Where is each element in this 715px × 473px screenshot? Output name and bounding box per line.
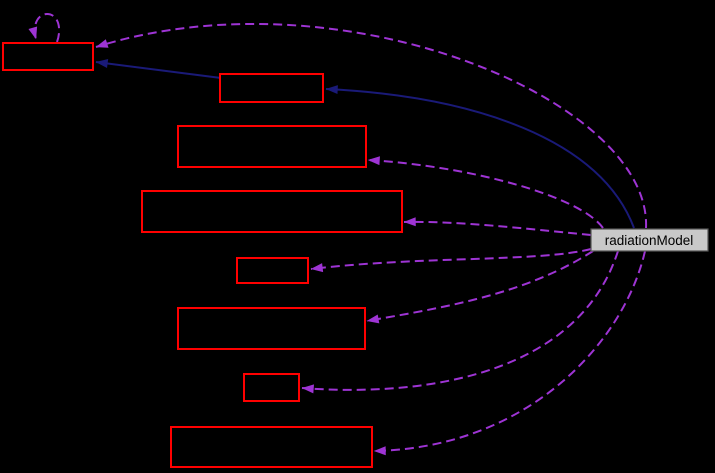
usage-edge-to-class-node-5 (310, 248, 592, 273)
class-node-4[interactable] (141, 190, 403, 233)
usage-edge-to-class-node-3 (367, 156, 604, 229)
usage-edge-to-class-node-8 (373, 250, 646, 456)
class-node-8[interactable] (170, 426, 373, 468)
usage-edge-to-class-node-7 (301, 250, 619, 394)
radiation-model-node-label: radiationModel (605, 233, 694, 248)
inheritance-edge-to-class-node-2 (325, 85, 635, 229)
class-node-5[interactable] (236, 257, 309, 284)
class-node-7[interactable] (243, 373, 300, 402)
class-node-2[interactable] (219, 73, 324, 103)
radiation-model-node-box[interactable] (590, 228, 709, 252)
inheritance-edge-node2-to-node1 (95, 59, 222, 79)
class-node-3[interactable] (177, 125, 367, 168)
class-node-6[interactable] (177, 307, 366, 350)
usage-edge-to-class-node-6 (366, 250, 594, 324)
class-node-1[interactable] (2, 42, 94, 71)
usage-self-loop-class-node-1 (28, 12, 61, 43)
usage-edge-to-class-node-4 (403, 217, 592, 236)
radiation-model-node[interactable]: radiationModel (590, 228, 709, 252)
usage-edge-to-class-node-1 (95, 23, 648, 229)
